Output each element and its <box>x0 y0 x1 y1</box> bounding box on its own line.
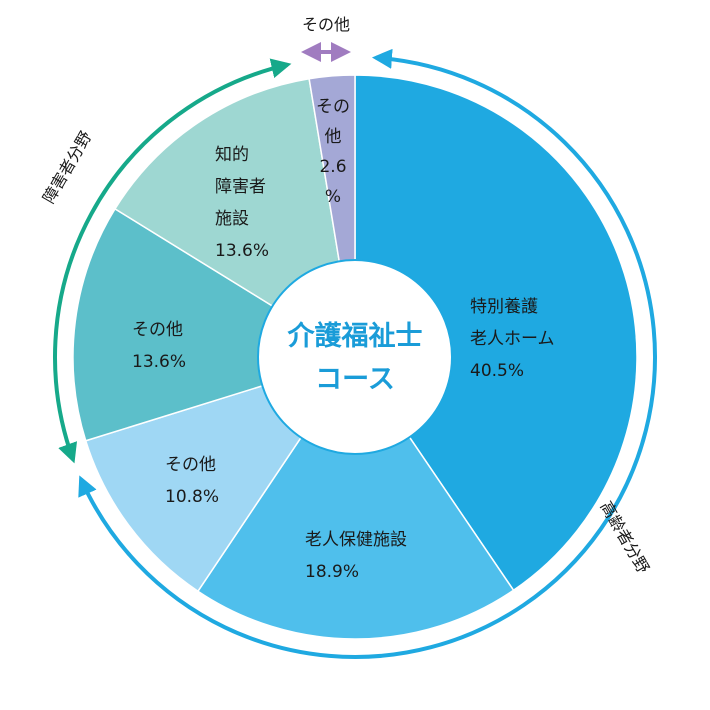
group-label-0: 高齢者分野 <box>597 498 653 577</box>
pie-slice-0 <box>354 74 638 592</box>
group-label-2: その他 <box>302 15 350 34</box>
slice-label-5-line-2: 2.6 <box>319 157 346 177</box>
pie-slice-1 <box>196 355 515 640</box>
slice-label-3-line-1: 13.6% <box>132 352 186 372</box>
slice-label-1-line-1: 18.9% <box>305 562 359 582</box>
group-label-1: 障害者分野 <box>39 128 95 207</box>
slice-label-5-line-1: 他 <box>325 127 342 147</box>
slice-label-0-line-1: 老人ホーム <box>470 329 555 349</box>
slice-label-5-line-0: その <box>316 97 350 117</box>
slice-label-0-line-0: 特別養護 <box>470 297 538 317</box>
group-arc-disability <box>53 58 292 464</box>
slice-label-4-line-0: 知的 <box>215 145 249 165</box>
center-circle <box>257 259 453 455</box>
slice-label-4-line-1: 障害者 <box>215 177 266 197</box>
slice-label-3-line-0: その他 <box>132 320 183 340</box>
group-arc-elderly <box>78 48 657 659</box>
slice-label-4-line-3: 13.6% <box>215 241 269 261</box>
center-label-line1: 介護福祉士 <box>287 320 423 352</box>
slice-label-1-line-0: 老人保健施設 <box>305 530 407 550</box>
slice-label-2-line-0: その他 <box>165 455 216 475</box>
slice-label-0-line-2: 40.5% <box>470 361 524 381</box>
center-label-line2: コース <box>315 364 395 395</box>
slice-label-2-line-1: 10.8% <box>165 487 219 507</box>
slice-label-5-line-3: % <box>325 187 341 207</box>
slice-label-4-line-2: 施設 <box>215 209 249 229</box>
